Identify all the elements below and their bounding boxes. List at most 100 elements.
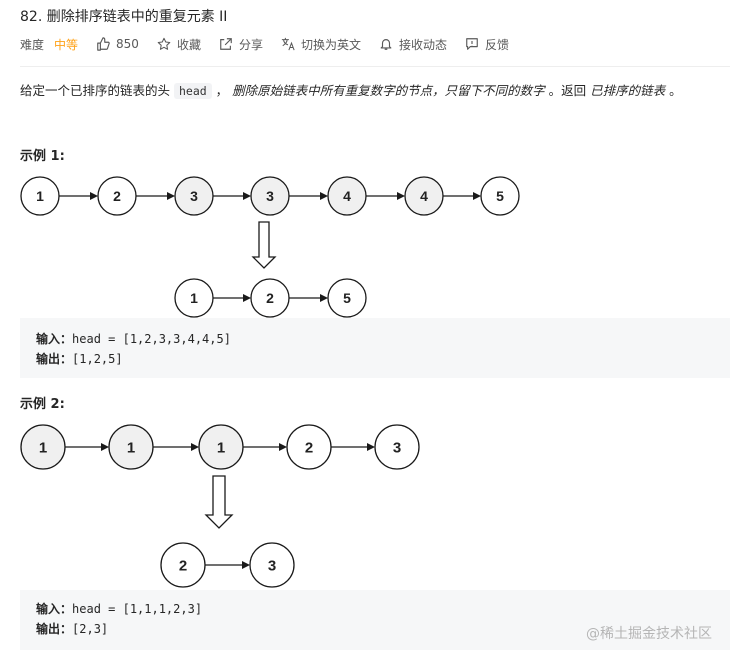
description-emphasis: 删除原始链表中所有重复数字的节点，只留下不同的数字 [232,83,545,98]
node-value: 2 [113,188,121,204]
example-2-input: head = [1,1,1,2,3] [72,602,203,616]
arrow-head [367,443,375,451]
list-node: 5 [480,176,520,216]
list-node: 1 [20,176,60,216]
translate-icon [281,37,295,51]
node-circle [249,542,295,588]
node-value: 2 [305,439,313,456]
difficulty: 难度 中等 [20,36,78,53]
translate-button[interactable]: 切换为英文 [281,36,361,53]
node-circle [480,176,520,216]
node-value: 1 [39,439,47,456]
list-node: 3 [174,176,214,216]
arrow-head [242,561,250,569]
example-1-input: head = [1,2,3,3,4,4,5] [72,332,231,346]
translate-label: 切换为英文 [300,37,361,52]
list-node: 1 [108,424,154,470]
list-node: 4 [327,176,367,216]
divider [20,66,730,67]
example-2-io: 输入：head = [1,1,1,2,3] 输出：[2,3] [20,590,730,650]
feedback-label: 反馈 [485,37,510,52]
example-1-title: 示例 1: [20,149,65,164]
watermark: @稀土掘金技术社区 [586,626,712,642]
arrow-head [397,192,405,200]
node-value: 1 [217,439,225,456]
thumbs-up-icon [97,37,110,51]
arrow-head [320,294,328,302]
node-value: 4 [420,188,428,204]
list-node: 2 [97,176,137,216]
transform-arrow [204,475,234,529]
node-circle [374,424,420,470]
list-node: 1 [20,424,66,470]
like-count: 850 [116,37,139,51]
difficulty-label: 难度 [20,37,45,52]
arrow-head [101,443,109,451]
problem-title: 82. 删除排序链表中的重复元素 II [20,9,228,25]
share-button[interactable]: 分享 [219,36,263,53]
node-value: 1 [190,290,198,306]
example-1-output: [1,2,5] [72,352,123,366]
list-node: 2 [160,542,206,588]
transform-arrow [251,221,277,269]
inline-code-head: head [173,83,212,99]
notify-button[interactable]: 接收动态 [379,36,447,53]
list-node: 3 [250,176,290,216]
list-node: 3 [249,542,295,588]
node-value: 4 [343,188,351,204]
node-value: 2 [179,557,187,574]
arrow-head [243,294,251,302]
node-circle [327,278,367,318]
difficulty-value: 中等 [54,37,79,52]
description-text: 给定一个已排序的链表的头 [20,83,174,98]
list-node: 2 [286,424,332,470]
description-emphasis: 已排序的链表 [590,83,666,98]
node-value: 1 [36,188,44,204]
input-label: 输入： [36,332,73,346]
node-value: 1 [127,439,135,456]
example-1-diagram: 1 2 3 3 4 4 5 1 2 5 [20,176,520,318]
example-2-diagram: 1 1 1 2 3 2 3 [20,424,420,588]
list-node: 3 [374,424,420,470]
arrow-head [320,192,328,200]
problem-description: 给定一个已排序的链表的头 head ， 删除原始链表中所有重复数字的节点，只留下… [20,80,682,99]
list-node: 4 [404,176,444,216]
notify-label: 接收动态 [398,37,447,52]
node-value: 3 [393,439,401,456]
favorite-label: 收藏 [176,37,201,52]
input-label: 输入： [36,602,73,616]
node-value: 5 [496,188,504,204]
list-node: 1 [174,278,214,318]
description-text: 。 [665,83,682,98]
example-2-title: 示例 2: [20,397,65,412]
share-label: 分享 [238,37,263,52]
example-1-io: 输入：head = [1,2,3,3,4,4,5] 输出：[1,2,5] [20,318,730,378]
like-button[interactable]: 850 [96,37,139,51]
node-value: 3 [266,188,274,204]
arrow-head [167,192,175,200]
description-text: ， [211,83,233,98]
node-value: 3 [190,188,198,204]
list-node: 2 [250,278,290,318]
feedback-button[interactable]: 反馈 [465,36,509,53]
example-2-output: [2,3] [72,622,109,636]
arrow-head [279,443,287,451]
node-value: 5 [343,290,351,306]
arrow-head [90,192,98,200]
node-value: 2 [266,290,274,306]
list-node: 5 [327,278,367,318]
feedback-icon [466,38,478,50]
description-text: 。返回 [544,83,591,98]
arrow-head [243,192,251,200]
output-label: 输出： [36,622,73,636]
arrow-head [191,443,199,451]
output-label: 输出： [36,352,73,366]
problem-meta-bar: 难度 中等 850 收藏 分享 切换为英文 接收动态 反馈 [20,36,527,52]
favorite-button[interactable]: 收藏 [157,36,201,53]
star-icon [157,37,171,50]
list-node: 1 [198,424,244,470]
bell-icon [380,39,392,50]
share-icon [220,38,232,50]
node-value: 3 [268,557,276,574]
arrow-head [473,192,481,200]
